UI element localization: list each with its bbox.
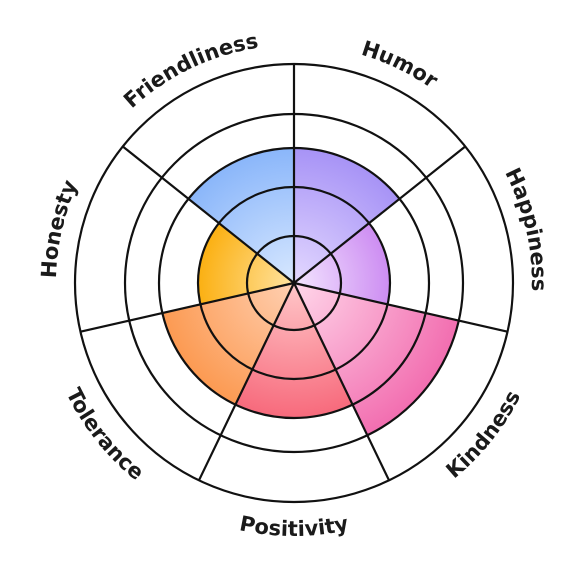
wedge-honesty: [198, 223, 294, 305]
spoke-3: [293, 281, 508, 333]
spoke-4: [293, 282, 391, 481]
spoke-5: [197, 282, 295, 481]
label-happiness: Happiness: [500, 164, 551, 291]
wedge-humor: [294, 148, 400, 283]
value-fills: [162, 148, 459, 436]
label-humor: Humor: [359, 36, 443, 93]
spoke-6: [80, 281, 295, 333]
spoke-2: [293, 145, 466, 284]
label-positivity: Positivity: [238, 511, 351, 541]
spoke-7: [122, 145, 295, 284]
wedge-positivity: [235, 283, 353, 418]
label-kindness: Kindness: [442, 387, 526, 483]
grid-lines: [73, 62, 515, 504]
wedge-friendliness: [188, 148, 294, 283]
wedge-happiness: [294, 223, 390, 305]
